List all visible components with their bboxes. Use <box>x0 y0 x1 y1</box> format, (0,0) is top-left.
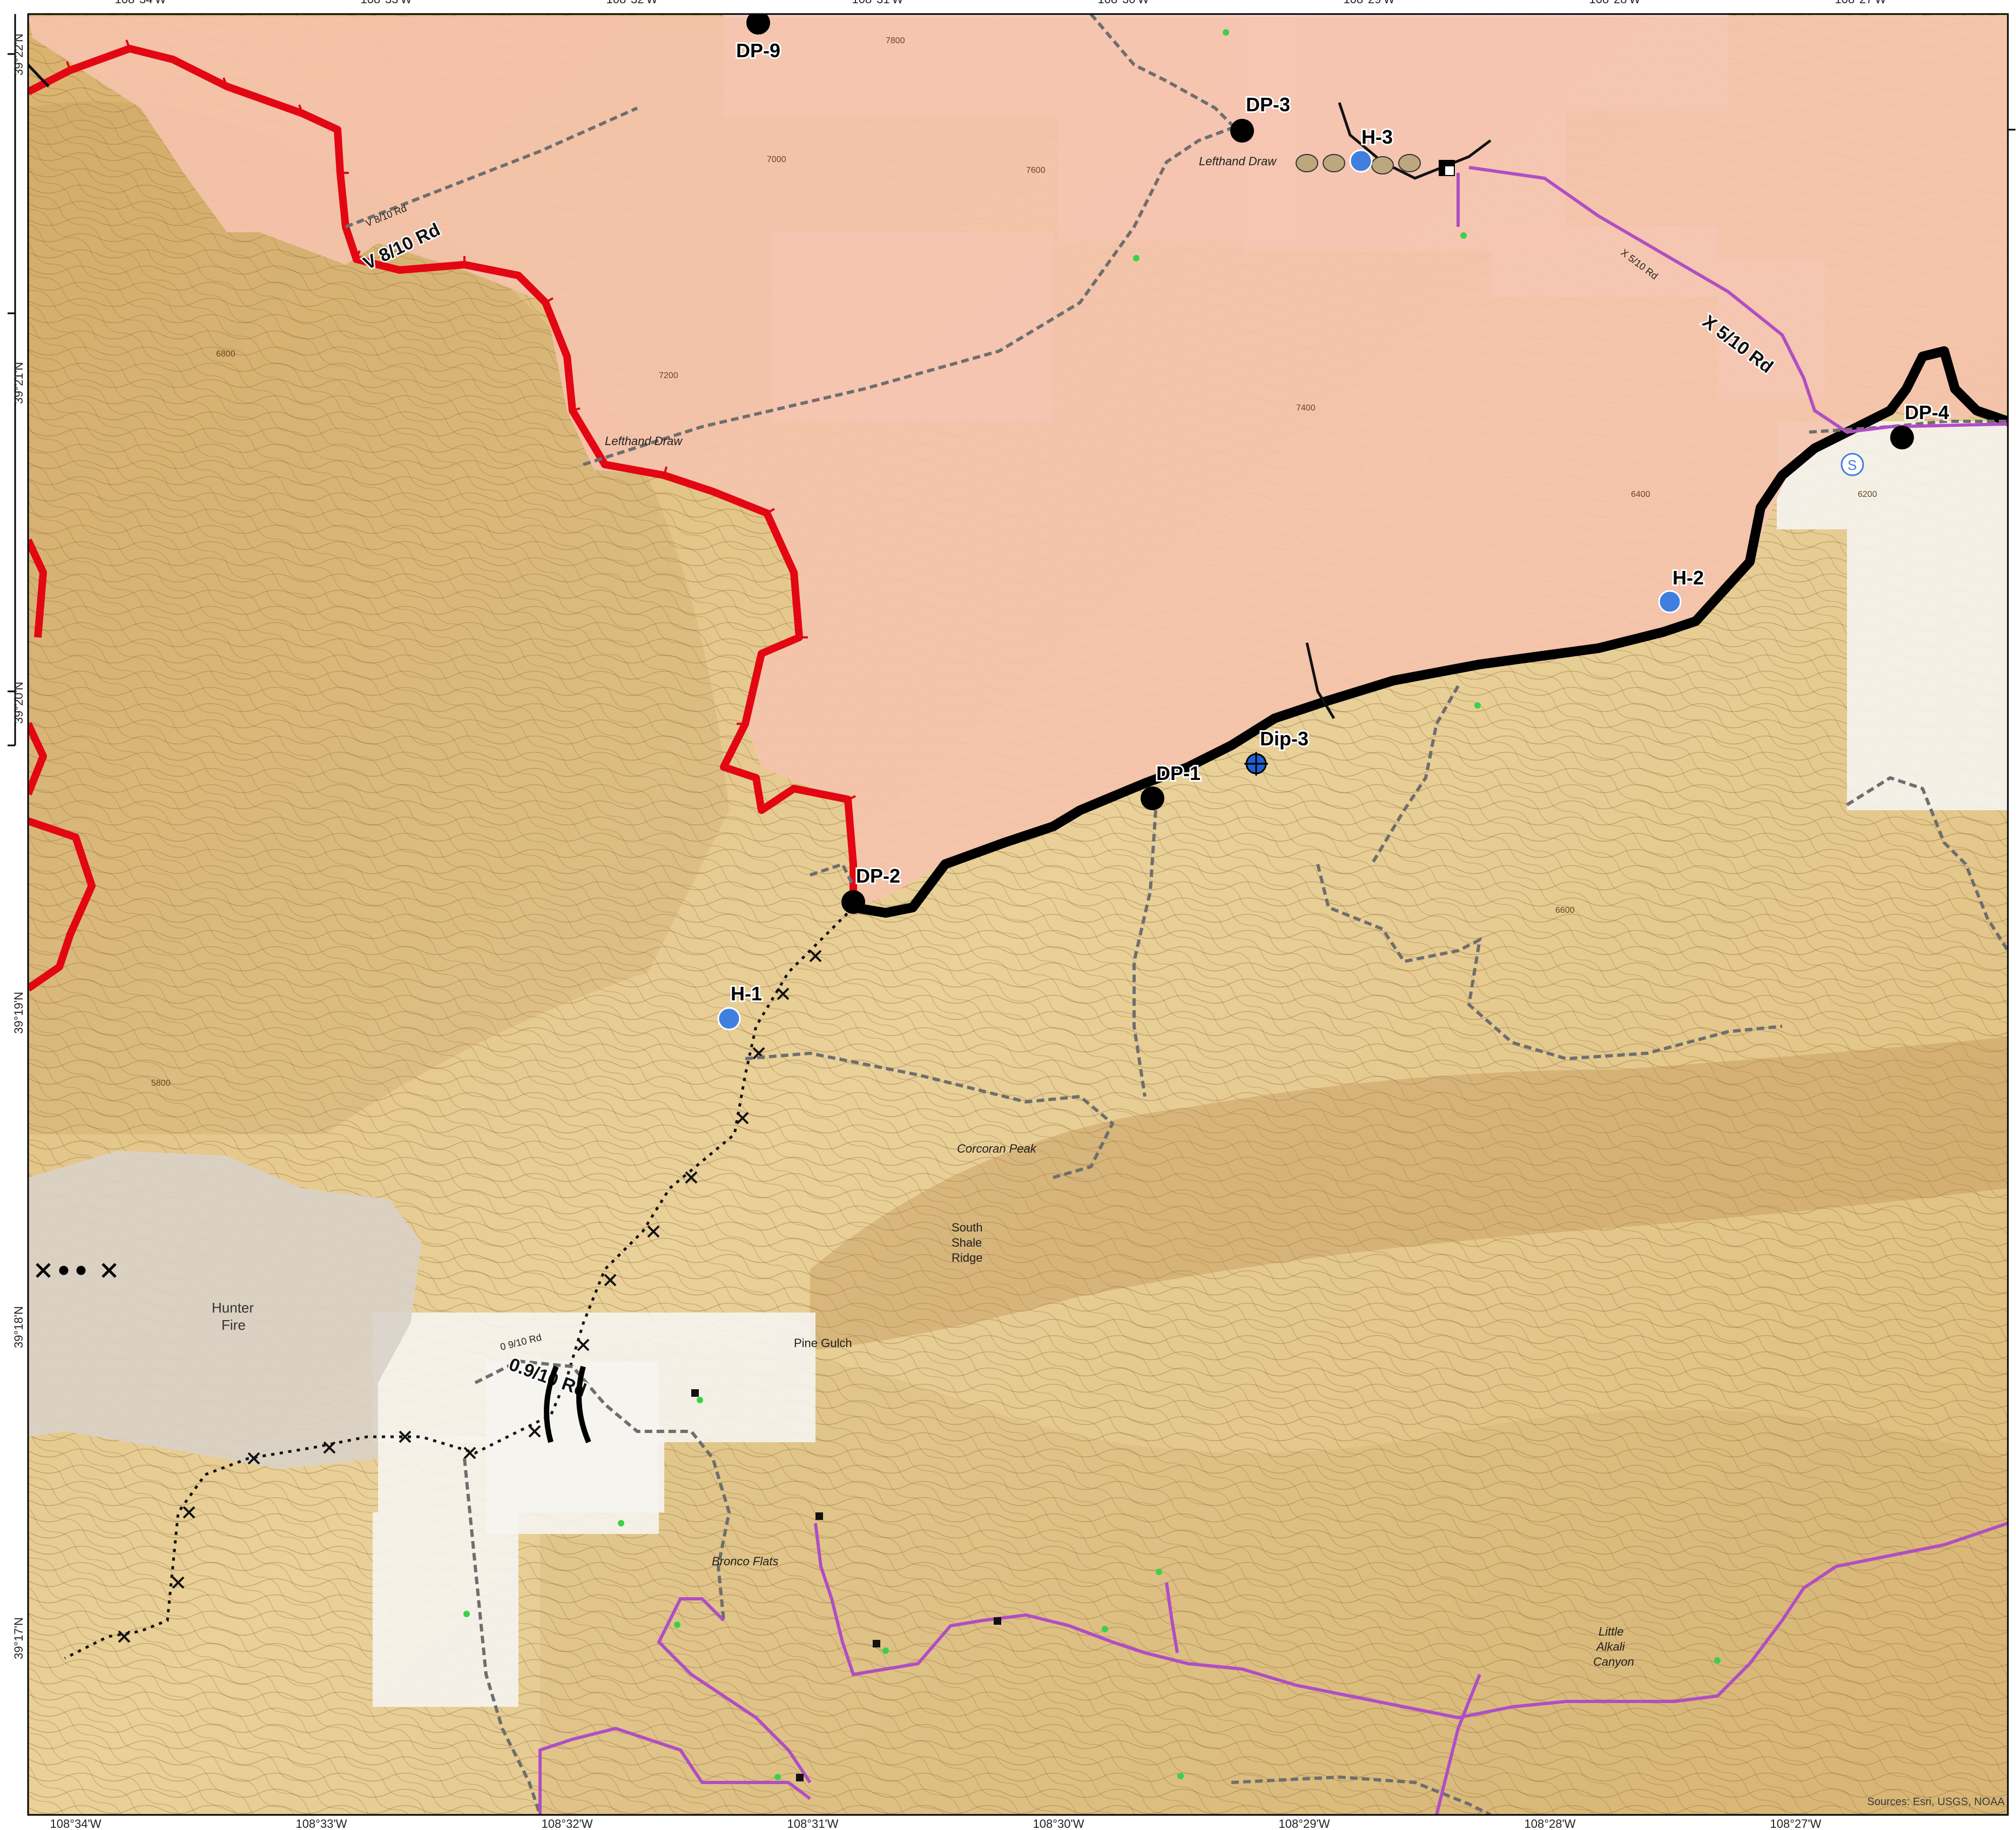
bridge-icon <box>544 1365 591 1443</box>
lat-39-21: 39°21'N <box>12 362 25 404</box>
svg-text:H-2: H-2 <box>1673 567 1704 589</box>
svg-text:6200: 6200 <box>1858 490 1877 499</box>
svg-text:H-1: H-1 <box>731 983 762 1005</box>
lat-39-20: 39°20'N <box>12 682 25 724</box>
lon-108-29: 108°29'W <box>1279 1817 1330 1830</box>
svg-text:5800: 5800 <box>151 1079 171 1088</box>
place-south-shale-ridge-3: Ridge <box>952 1251 982 1264</box>
svg-text:DP-1: DP-1 <box>1156 762 1201 784</box>
place-labels: Lefthand Draw Lefthand Draw Corcoran Pea… <box>212 154 1634 1668</box>
map-neatline <box>27 13 2009 1816</box>
staging-area-icon: S <box>1840 453 1864 476</box>
lon-108-32: 108°32'W <box>542 1817 593 1830</box>
place-little-alkali-canyon-3: Canyon <box>1593 1655 1634 1668</box>
unclassified-land <box>373 421 2008 1707</box>
latitude-ticks: 39°22'N 39°21'N 39°20'N 39°19'N 39°18'N … <box>12 33 25 1659</box>
place-pine-gulch: Pine Gulch <box>794 1336 852 1350</box>
helispot-h-2[interactable]: H-2 <box>1658 565 1705 614</box>
place-little-alkali-canyon-2: Alkali <box>1595 1640 1626 1653</box>
drop-point-dp-3[interactable]: DP-3 <box>1230 92 1292 143</box>
lon-108-33: 108°33'W <box>296 1817 347 1830</box>
helispot-h-3[interactable]: H-3 <box>1349 124 1394 173</box>
svg-text:7200: 7200 <box>659 371 678 380</box>
hand-line-marks <box>118 950 822 1643</box>
drop-point-dp-2[interactable]: DP-2 <box>841 863 902 914</box>
top-longitude-ticks: 108°34'W 108°33'W 108°32'W 108°31'W 108°… <box>115 0 1886 6</box>
svg-text:6800: 6800 <box>216 349 235 359</box>
svg-text:S: S <box>1848 457 1857 473</box>
division-break-icon <box>36 1263 117 1278</box>
highways <box>538 166 2008 1815</box>
svg-text:DP-2: DP-2 <box>856 865 900 887</box>
svg-text:7400: 7400 <box>1296 403 1316 413</box>
drop-point-dp-4[interactable]: DP-4 <box>1890 400 1951 449</box>
top-lon-2: 108°33'W <box>361 0 412 6</box>
hunter-fire-label-2: Fire <box>221 1317 246 1333</box>
fire-perimeter-ticks <box>66 39 856 800</box>
map-attribution: Sources: Esri, USGS, NOAA <box>1867 1796 2005 1808</box>
svg-text:Dip-3: Dip-3 <box>1260 728 1309 750</box>
svg-text:6600: 6600 <box>1555 906 1575 915</box>
hand-line <box>28 64 1492 1660</box>
top-lon-4: 108°31'W <box>852 0 904 6</box>
svg-text:7600: 7600 <box>1026 166 1046 175</box>
svg-text:DP-4: DP-4 <box>1905 401 1949 423</box>
hunter-fire-label-1: Hunter <box>212 1300 254 1316</box>
drop-point-dp-1[interactable]: DP-1 <box>1141 761 1202 810</box>
control-line <box>848 346 2008 918</box>
top-lon-8: 108°27'W <box>1835 0 1886 6</box>
dip-site-dip-3[interactable]: Dip-3 <box>1244 726 1310 776</box>
lon-108-30: 108°30'W <box>1033 1817 1084 1830</box>
top-lon-1: 108°34'W <box>115 0 166 6</box>
lat-39-18: 39°18'N <box>12 1306 25 1348</box>
svg-text:7800: 7800 <box>886 36 905 45</box>
place-little-alkali-canyon-1: Little <box>1599 1625 1623 1638</box>
place-lefthand-draw-south: Lefthand Draw <box>605 434 683 448</box>
lat-39-22: 39°22'N <box>12 33 25 76</box>
ridge-shading <box>28 101 2008 1815</box>
lon-108-27: 108°27'W <box>1770 1817 1822 1830</box>
drop-points: DP-9 DP-3 DP-4 DP-1 DP-2 <box>734 11 1951 914</box>
lon-108-34: 108°34'W <box>50 1817 102 1830</box>
spot-fire-icon <box>1439 160 1455 176</box>
drop-point-dp-9[interactable]: DP-9 <box>734 11 782 63</box>
water-tank-icons <box>1296 154 1421 174</box>
lon-108-28: 108°28'W <box>1525 1817 1576 1830</box>
fire-area <box>28 16 2008 907</box>
svg-text:DP-9: DP-9 <box>736 39 780 62</box>
helispots: H-3 H-2 H-1 <box>717 124 1705 1031</box>
place-lefthand-draw-north: Lefthand Draw <box>1199 154 1277 168</box>
svg-text:DP-3: DP-3 <box>1246 93 1290 116</box>
top-lon-5: 108°30'W <box>1098 0 1149 6</box>
top-lon-7: 108°28'W <box>1589 0 1641 6</box>
place-south-shale-ridge-2: Shale <box>952 1236 982 1249</box>
svg-text:7000: 7000 <box>767 155 786 164</box>
top-lon-6: 108°29'W <box>1344 0 1395 6</box>
place-bronco-flats: Bronco Flats <box>712 1555 779 1568</box>
lat-39-17: 39°17'N <box>12 1617 25 1659</box>
left-ticks <box>8 14 2015 746</box>
dirt-roads <box>345 14 2008 1815</box>
spring-markers <box>463 29 1721 1780</box>
hunter-fire-area <box>28 1151 421 1469</box>
lat-39-19: 39°19'N <box>12 992 25 1034</box>
place-corcoran-peak: Corcoran Peak <box>957 1142 1037 1155</box>
helispot-h-1[interactable]: H-1 <box>717 981 764 1031</box>
lon-108-31: 108°31'W <box>787 1817 839 1830</box>
place-south-shale-ridge-1: South <box>952 1221 983 1234</box>
top-lon-3: 108°32'W <box>606 0 658 6</box>
contour-labels: 7800 7600 7400 7200 7000 6800 6600 6400 … <box>151 36 1877 1088</box>
svg-text:6400: 6400 <box>1631 490 1650 499</box>
svg-text:H-3: H-3 <box>1361 126 1393 148</box>
longitude-ticks: 108°34'W 108°33'W 108°32'W 108°31'W 108°… <box>50 1817 1822 1830</box>
